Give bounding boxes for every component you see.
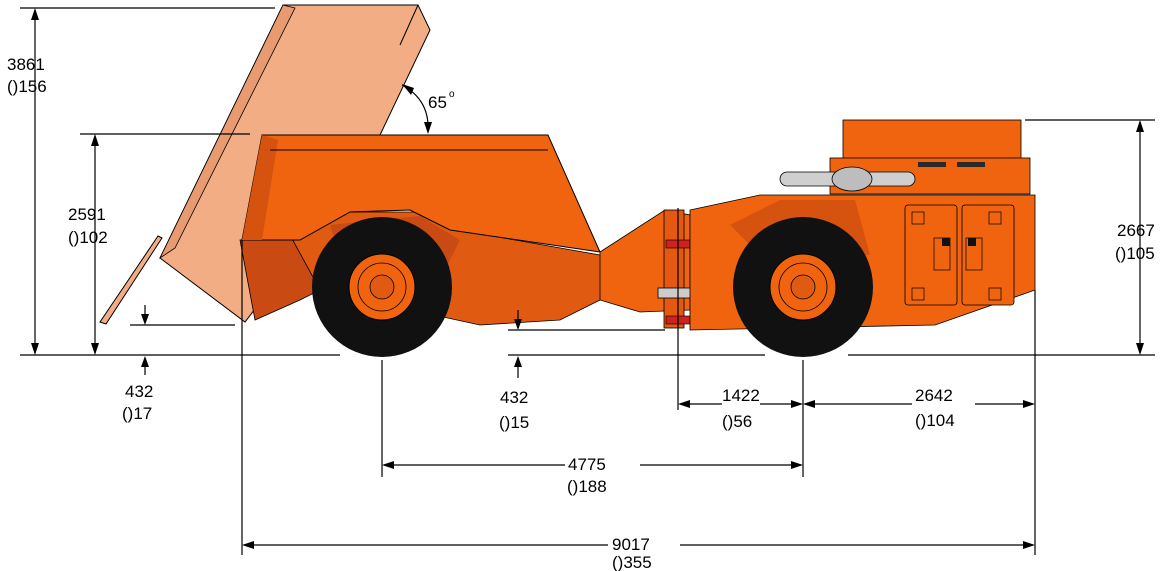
engine-vent-panel-right [961,204,1015,306]
rear-clearance-inch: ()17 [122,404,152,423]
box-height-mm: 2591 [68,205,106,224]
dimension-labels: 3861 ()156 65 o 2591 ()102 2667 ()105 43… [7,55,1155,571]
front-overhang-mm: 2642 [915,386,953,405]
raised-height-mm: 3861 [7,55,45,74]
dump-angle-value: 65 [428,93,447,112]
engine-hood [842,119,1022,163]
front-wheel [733,217,873,357]
ground-clearance-mm: 432 [500,388,528,407]
lowered-dump-box [241,134,601,253]
cab-height-inch: ()105 [1115,244,1155,263]
hitch-to-axle-inch: ()56 [722,412,752,431]
dimension-lines [20,7,1155,555]
front-overhang-inch: ()104 [915,411,955,430]
raised-height-inch: ()156 [7,77,47,96]
wheelbase-inch: ()188 [567,477,607,496]
tailgate-panel [99,235,163,325]
overall-length-inch: ()355 [612,553,652,571]
cab-height-mm: 2667 [1117,221,1155,240]
hitch-plate [663,209,685,329]
articulation-hitch [599,209,699,329]
grille-slot [918,162,946,167]
engine-vent-panel-left [904,204,958,306]
grille-slot-2 [957,162,985,167]
box-height-inch: ()102 [68,228,108,247]
raised-box-shade [158,4,296,260]
lowered-box-side [242,135,278,240]
exhaust-pipe [779,166,916,192]
ground-clearance-inch: ()15 [499,413,529,432]
rear-wheel [312,217,452,357]
overall-length-mm: 9017 [612,535,650,554]
hitch-to-axle-mm: 1422 [722,386,760,405]
rear-clearance-mm: 432 [125,382,153,401]
wheelbase-mm: 4775 [568,455,606,474]
dump-angle-degree: o [449,89,455,100]
